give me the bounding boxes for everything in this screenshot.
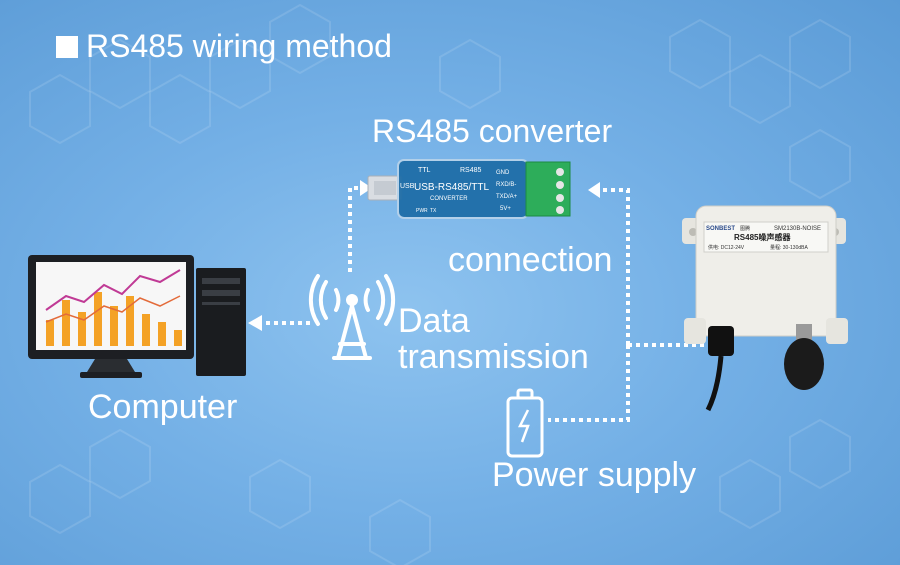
- line-converter-to-antenna: [348, 186, 368, 272]
- sensor-brand: SONBEST: [706, 226, 735, 232]
- label-connection: connection: [448, 241, 613, 279]
- line-sensor-to-converter: [600, 188, 630, 345]
- antenna-icon: [308, 274, 396, 360]
- conv-pin-txd: TXD/A+: [496, 194, 518, 200]
- label-converter: RS485 converter: [372, 113, 613, 149]
- title-bullet: [56, 35, 78, 58]
- label-power-supply: Power supply: [492, 456, 697, 494]
- sensor-supply: 供电: DC12-24V: [708, 244, 745, 251]
- sensor-range: 量程: 30-130dBA: [770, 244, 808, 251]
- conv-pin-rxd: RXD/B-: [496, 182, 516, 188]
- conv-sub: CONVERTER: [430, 196, 468, 202]
- arrow-to-converter: [588, 182, 600, 198]
- sensor-brand-cn: 图腾: [740, 225, 750, 232]
- conv-pin-5v: 5V+: [500, 206, 511, 212]
- conv-rs485: RS485: [460, 167, 482, 174]
- label-computer: Computer: [88, 388, 238, 426]
- conv-led-pwr: PWR: [416, 208, 428, 214]
- arrow-up-converter: [360, 180, 372, 196]
- usb-converter-device: TTL RS485 USB USB-RS485/TTL CONVERTER GN…: [367, 159, 571, 219]
- conv-pin-gnd: GND: [496, 170, 510, 176]
- title-text: RS485 wiring method: [86, 28, 392, 64]
- label-data-line2: transmission: [398, 337, 589, 376]
- battery-icon: [506, 388, 544, 458]
- line-to-power: [548, 345, 630, 422]
- conv-ttl: TTL: [418, 167, 431, 174]
- computer-icon: [28, 255, 246, 378]
- conv-usb: USB: [400, 183, 415, 190]
- label-data-transmission: Data transmission: [398, 302, 589, 376]
- sensor-name: RS485噪声感器: [734, 232, 791, 242]
- arrow-to-computer: [248, 315, 262, 331]
- conv-led-tx: TX: [430, 208, 437, 214]
- conv-main: USB-RS485/TTL: [414, 182, 489, 193]
- page-title: RS485 wiring method: [56, 28, 392, 65]
- label-data-line1: Data: [398, 302, 470, 340]
- sensor-model: SM2130B-NOISE: [774, 226, 821, 232]
- noise-sensor-device: SONBEST 图腾 SM2130B-NOISE RS485噪声感器 供电: D…: [682, 205, 848, 412]
